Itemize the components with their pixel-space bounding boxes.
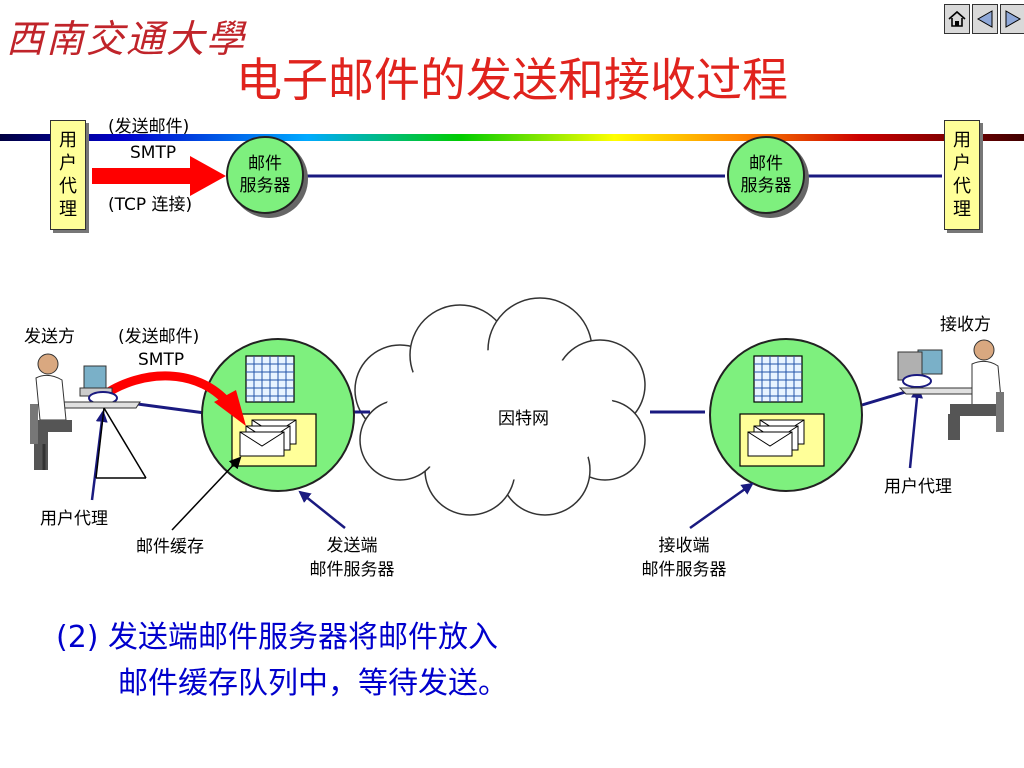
top-smtp-arrow-body	[92, 168, 192, 184]
triangle-left-icon	[976, 10, 993, 28]
receiver-mail-queue	[739, 413, 825, 467]
top-tcp-label: (TCP 连接)	[108, 195, 193, 215]
home-button[interactable]	[944, 4, 970, 34]
agent-char: 户	[59, 153, 77, 174]
bottom-smtp-arrow-head	[214, 390, 246, 426]
receiver-label: 接收方	[940, 315, 991, 335]
receiver-mailbox-grid	[753, 355, 803, 403]
label-line: 邮件服务器	[641, 560, 727, 580]
top-smtp-arrow-head	[190, 156, 226, 196]
sender-person-icon	[30, 353, 147, 479]
agent-char: 代	[59, 176, 77, 197]
agent-char: 代	[953, 176, 971, 197]
sender-agent-line	[129, 401, 206, 415]
bottom-smtp-arrow	[101, 371, 236, 411]
caption-line-2: 邮件缓存队列中，等待发送。	[118, 666, 508, 701]
next-button[interactable]	[1000, 4, 1024, 34]
receiver-server-label: 接收端 邮件服务器	[622, 534, 746, 582]
sender-server-label: 发送端 邮件服务器	[290, 534, 414, 582]
university-logo: 西南交通大學	[6, 17, 247, 61]
top-send-mail-label: (发送邮件)	[108, 117, 190, 137]
rainbow-rule	[0, 134, 1024, 141]
home-icon	[948, 10, 966, 27]
top-smtp-label: SMTP	[130, 143, 177, 163]
server-label-line: 邮件	[248, 154, 282, 174]
agent-char: 理	[953, 199, 971, 220]
user-agent-right-label: 用户代理	[884, 477, 952, 497]
bottom-smtp-label: SMTP	[138, 350, 185, 370]
server-label-line: 服务器	[239, 176, 291, 196]
agent-char: 户	[953, 153, 971, 174]
sender-label: 发送方	[24, 327, 75, 347]
triangle-right-icon	[1005, 10, 1022, 28]
user-agent-left-label: 用户代理	[40, 509, 108, 529]
top-right-user-agent: 用 户 代 理	[944, 120, 980, 230]
internet-cloud	[354, 297, 646, 516]
page-title: 电子邮件的发送和接收过程	[236, 53, 788, 107]
server-label-line: 服务器	[740, 176, 792, 196]
agent-char: 用	[953, 130, 971, 151]
top-left-mail-server: 邮件 服务器	[226, 136, 304, 214]
sender-mailbox-grid	[245, 355, 295, 403]
receiver-person-icon	[897, 339, 1004, 440]
agent-char: 理	[59, 199, 77, 220]
slide-nav	[944, 4, 1024, 34]
bottom-send-mail-label: (发送邮件)	[118, 327, 200, 347]
top-right-mail-server: 邮件 服务器	[727, 136, 805, 214]
mail-cache-pointer	[171, 456, 242, 531]
label-line: 发送端	[326, 536, 378, 556]
internet-label: 因特网	[498, 409, 549, 429]
slide-caption: (2) 发送端邮件服务器将邮件放入 邮件缓存队列中，等待发送。	[56, 615, 508, 707]
label-line: 接收端	[658, 536, 710, 556]
top-left-user-agent: 用 户 代 理	[50, 120, 86, 230]
prev-button[interactable]	[972, 4, 998, 34]
receiver-server-pointer	[689, 482, 754, 530]
agent-char: 用	[59, 130, 77, 151]
server-label-line: 邮件	[749, 154, 783, 174]
caption-line-1: (2) 发送端邮件服务器将邮件放入	[56, 620, 499, 655]
receiver-agent-line	[861, 388, 913, 407]
label-line: 邮件服务器	[309, 560, 395, 580]
user-agent-right-pointer	[908, 386, 923, 469]
mail-cache-label: 邮件缓存	[136, 537, 204, 557]
sender-server-pointer	[298, 490, 346, 529]
sender-mail-queue	[231, 413, 317, 467]
